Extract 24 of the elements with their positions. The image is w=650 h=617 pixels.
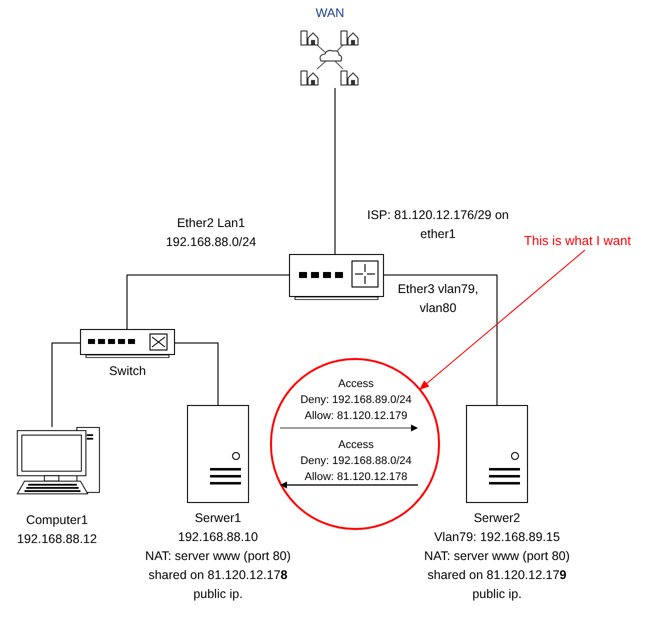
node-label: 192.168.88.12 — [16, 531, 98, 548]
node-label: Computer1 — [25, 512, 89, 529]
connector-line — [174, 342, 218, 406]
node-label: Vlan79: 192.168.89.15 — [433, 529, 561, 546]
node-label: WAN — [316, 5, 344, 22]
access-rule-text: Allow: 81.120.12.178 — [304, 470, 408, 485]
node-label: Serwer2 — [472, 510, 522, 527]
access-rule-text: Deny: 192.168.89.0/24 — [299, 393, 413, 408]
access-rule-text: Deny: 192.168.88.0/24 — [299, 454, 413, 469]
access-rule-text: Access — [337, 438, 375, 453]
connector-line — [52, 342, 80, 428]
connector-line — [384, 274, 498, 406]
router-drawing — [289, 254, 384, 300]
arrow — [419, 250, 586, 390]
node-label: Switch — [109, 363, 146, 380]
node-label: Serwer1 — [194, 510, 242, 527]
connector-line — [126, 274, 290, 330]
annotation-text: This is what I want — [524, 232, 632, 250]
node-label: 192.168.88.10 — [177, 529, 259, 546]
access-rule-text: Access — [337, 377, 375, 392]
access-rule-text: Allow: 81.120.12.179 — [304, 409, 408, 424]
connector-line — [334, 88, 336, 254]
node-label: NAT: server www (port 80) shared on 81.120.12.178 public ip. — [144, 548, 292, 603]
node-label: NAT: server www (port 80) shared on 81.120.12.179 public ip. — [423, 548, 571, 603]
